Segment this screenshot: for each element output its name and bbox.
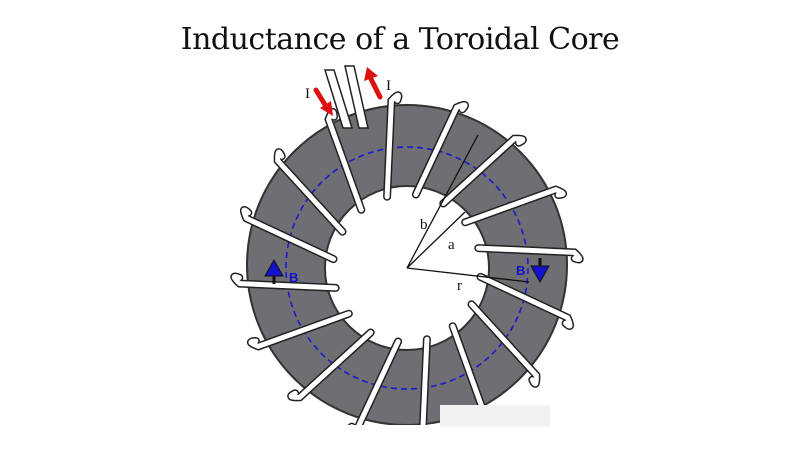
diagram-title: Inductance of a Toroidal Core: [180, 22, 620, 57]
lead-wires: [323, 65, 369, 129]
winding-turn: [462, 186, 566, 225]
radius-lines: [406, 134, 530, 283]
radius-label-b: b: [420, 217, 428, 233]
current-arrow-in: [313, 87, 333, 116]
field-arrow-left: [264, 258, 284, 284]
current-arrow-out: [364, 67, 383, 100]
winding-turn: [384, 92, 401, 200]
field-arrow-right: [530, 258, 550, 284]
winding-turn: [478, 274, 573, 329]
winding-turn: [248, 311, 352, 350]
winding-turn: [241, 207, 336, 262]
winding-turn: [475, 245, 583, 262]
winding-turn: [469, 301, 539, 387]
radius-label-r: r: [457, 278, 462, 294]
field-path-dashed: [285, 146, 529, 390]
field-label-left: B: [289, 270, 298, 285]
winding-turn: [440, 136, 526, 206]
field-label-right: B: [516, 263, 525, 278]
winding-turn: [413, 102, 468, 197]
current-label-left: I: [305, 86, 310, 102]
winding-turn: [288, 330, 374, 400]
current-label-right: I: [386, 78, 391, 94]
winding-turn: [275, 149, 345, 235]
winding-coils: [230, 91, 584, 425]
radius-label-a: a: [448, 237, 455, 253]
image-patch: [440, 405, 550, 427]
winding-turn: [231, 274, 339, 291]
